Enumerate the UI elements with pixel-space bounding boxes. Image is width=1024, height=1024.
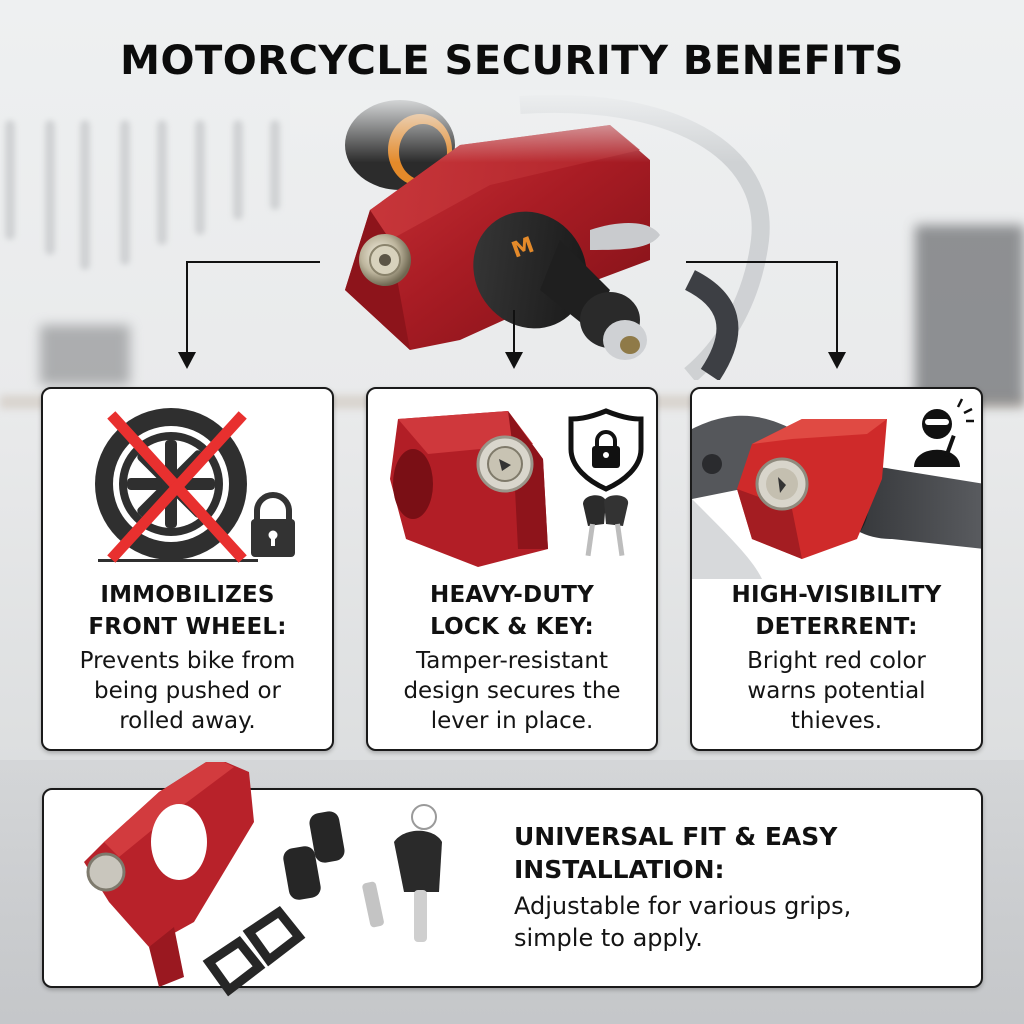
card-visual xyxy=(692,389,981,579)
red-lock-block-image xyxy=(390,411,548,567)
connector-line-left-v xyxy=(186,261,188,353)
benefit-card-universal-fit: UNIVERSAL FIT & EASY INSTALLATION: Adjus… xyxy=(42,757,983,997)
connector-line-center-v xyxy=(513,310,515,354)
card-heading: IMMOBILIZES FRONT WHEEL: xyxy=(88,582,287,640)
arrow-down-icon xyxy=(505,352,523,369)
keys-icon xyxy=(362,804,442,942)
card-heading: HIGH-VISIBILITY DETERRENT: xyxy=(731,582,942,640)
card-visual xyxy=(43,389,332,579)
benefit-card-heavy-duty-lock: HEAVY-DUTY LOCK & KEY: Tamper-resistant … xyxy=(366,387,658,751)
lock-kit-image xyxy=(64,757,494,1002)
cross-out-icon xyxy=(107,411,247,563)
benefit-card-high-visibility: HIGH-VISIBILITY DETERRENT: Bright red co… xyxy=(690,387,983,751)
card-description: Prevents bike from being pushed or rolle… xyxy=(79,648,296,734)
card-description: Tamper-resistant design secures the leve… xyxy=(403,648,621,734)
arrow-down-icon xyxy=(178,352,196,369)
card-visual xyxy=(368,389,656,579)
benefit-card-immobilizes: IMMOBILIZES FRONT WHEEL: Prevents bike f… xyxy=(41,387,334,751)
page-title: MOTORCYCLE SECURITY BENEFITS xyxy=(120,38,904,84)
connector-line-left-h xyxy=(186,261,320,263)
padlock-icon xyxy=(251,492,295,557)
keys-icon xyxy=(583,495,629,557)
card-description: Adjustable for various grips, simple to … xyxy=(514,892,852,952)
card-heading: HEAVY-DUTY LOCK & KEY: xyxy=(430,582,594,640)
thief-icon xyxy=(914,398,974,467)
shield-lock-icon xyxy=(568,408,644,492)
arrow-down-icon xyxy=(828,352,846,369)
card-description: Bright red color warns potential thieves… xyxy=(747,648,926,734)
rubber-spacers xyxy=(202,811,345,997)
card-heading: UNIVERSAL FIT & EASY INSTALLATION: xyxy=(514,822,838,884)
lock-on-grip-image xyxy=(737,419,887,559)
hero-lever-lock-image: M xyxy=(290,90,790,382)
connector-line-right-v xyxy=(836,261,838,353)
connector-line-right-h xyxy=(686,261,838,263)
